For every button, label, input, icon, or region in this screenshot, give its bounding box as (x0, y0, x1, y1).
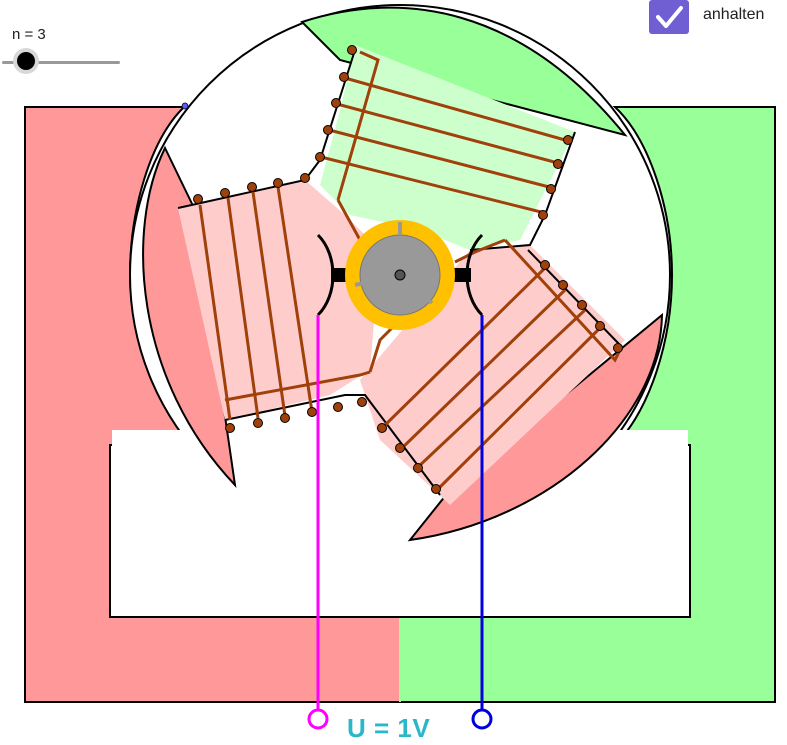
shaft-icon (394, 269, 406, 281)
arm-top (320, 45, 575, 250)
slider-label: n = 3 (12, 26, 46, 43)
arm-left (178, 180, 380, 420)
checkbox-label: anhalten (703, 6, 765, 23)
commutator (345, 220, 455, 330)
brushes (316, 233, 484, 317)
pole-shoe-left (142, 145, 237, 488)
checkmark-icon (656, 6, 683, 28)
voltage-label: U = 1V (347, 713, 431, 743)
n-slider[interactable] (2, 61, 120, 64)
terminal-right-icon[interactable] (471, 708, 493, 730)
anhalten-checkbox[interactable] (649, 0, 689, 34)
wires (307, 315, 493, 730)
terminal-left-icon[interactable] (307, 708, 329, 730)
pole-shoe-top (300, 6, 628, 137)
coil-dots (193, 45, 623, 494)
pole-shoe-right (407, 312, 664, 542)
slider-thumb[interactable] (17, 52, 35, 70)
